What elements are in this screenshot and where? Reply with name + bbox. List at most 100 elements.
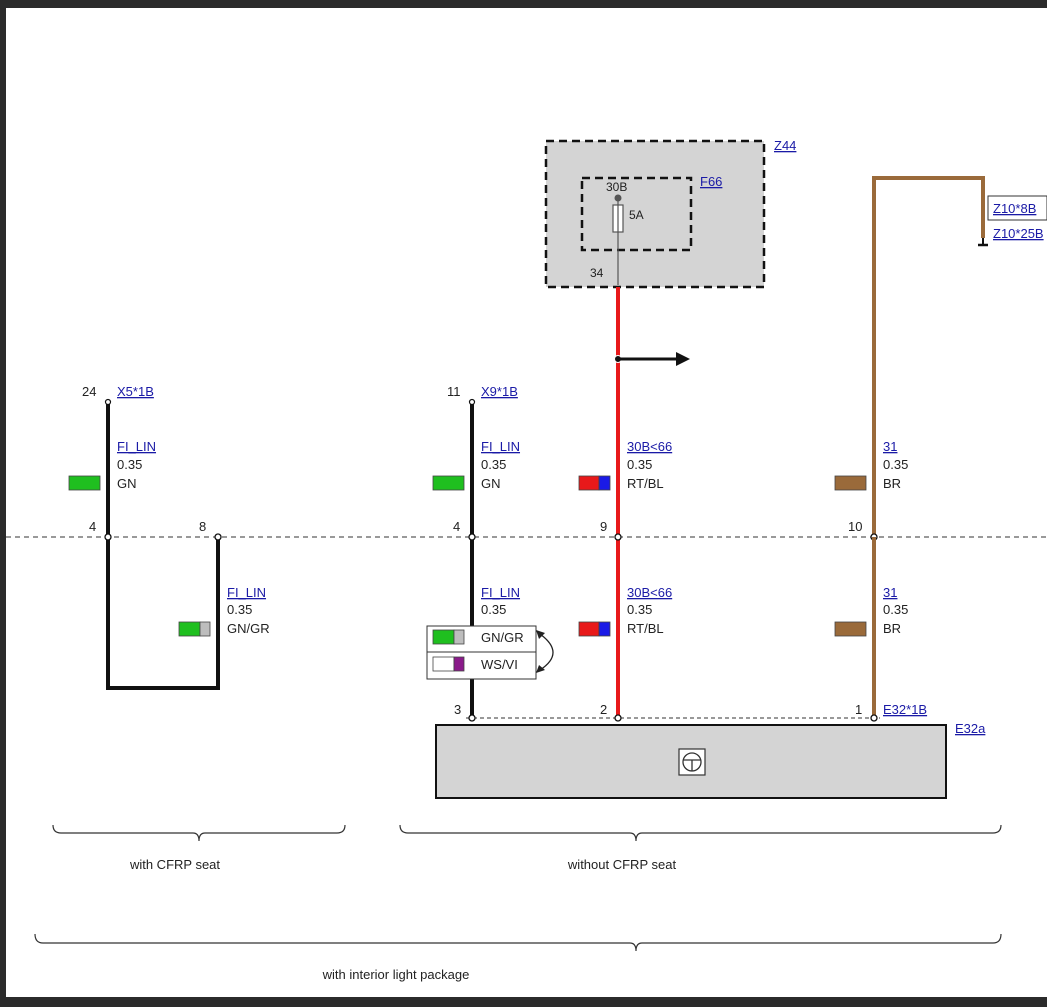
- variant-braces: with CFRP seat without CFRP seat with in…: [34, 824, 1002, 982]
- brown-upper-route: [872, 176, 985, 537]
- wire-color: BR: [883, 621, 901, 636]
- variant-no-cfrp-label: without CFRP seat: [567, 857, 677, 872]
- x9-upper-label: FI_LIN 0.35 GN: [432, 439, 520, 491]
- z44-label[interactable]: Z44: [774, 138, 796, 153]
- red-wire: [614, 287, 690, 716]
- wire-size: 0.35: [117, 457, 142, 472]
- signal-link[interactable]: 30B<66: [627, 439, 672, 454]
- color-swatch-vi: [453, 656, 465, 672]
- e32-pin-terminal: [870, 714, 878, 722]
- wire-color: BR: [883, 476, 901, 491]
- wire-size: 0.35: [227, 602, 252, 617]
- color-swatch-br: [834, 475, 867, 491]
- red-lower-label: 30B<66 0.35 RT/BL: [578, 585, 672, 637]
- wire-size: 0.35: [627, 457, 652, 472]
- ground-pin-box: [987, 195, 1047, 221]
- e32a-label[interactable]: E32a: [955, 721, 986, 736]
- wire-size: 0.35: [883, 602, 908, 617]
- fuse-rating: 5A: [629, 208, 644, 222]
- sep-pin-terminal: [468, 533, 476, 541]
- separator-pins: 4 8 4 9 10: [89, 519, 878, 541]
- e32-pin-label: 2: [600, 702, 607, 717]
- wire-size: 0.35: [481, 602, 506, 617]
- f66-label[interactable]: F66: [700, 174, 722, 189]
- e32-pin-terminal: [614, 714, 622, 722]
- wire-option-a: GN/GR: [481, 630, 524, 645]
- color-swatch-rt: [578, 621, 600, 637]
- wire-size: 0.35: [883, 457, 908, 472]
- e32-pin-terminal: [468, 714, 476, 722]
- color-swatch-gn: [432, 629, 455, 645]
- color-swatch-gr: [453, 629, 465, 645]
- sep-pin-label: 8: [199, 519, 206, 534]
- f66-box: [580, 176, 693, 252]
- red-upper-label: 30B<66 0.35 RT/BL: [578, 439, 672, 491]
- x5-wire-route: [106, 400, 220, 690]
- color-swatch-rt: [578, 475, 600, 491]
- page: [6, 8, 1047, 997]
- sep-pin-label: 9: [600, 519, 607, 534]
- ground-pin-25b[interactable]: Z10*25B: [993, 226, 1044, 241]
- wire-color: RT/BL: [627, 621, 664, 636]
- arrow-right-icon: [676, 352, 690, 366]
- fuse-terminal: [614, 194, 622, 202]
- wire-color: GN/GR: [227, 621, 270, 636]
- arrow-head-icon: [536, 665, 545, 673]
- x5-pin-terminal: [104, 398, 112, 406]
- variant-interior-label: with interior light package: [322, 967, 470, 982]
- wire-size: 0.35: [481, 457, 506, 472]
- brace-cfrp: [52, 824, 346, 842]
- brown-lower-label: 31 0.35 BR: [834, 585, 908, 637]
- x9-pin-terminal: [468, 398, 476, 406]
- sep-pin-terminal: [104, 533, 112, 541]
- color-swatch-gr: [199, 621, 211, 637]
- wire-size: 0.35: [627, 602, 652, 617]
- wire-color: RT/BL: [627, 476, 664, 491]
- e32-pin-label: 1: [855, 702, 862, 717]
- brace-interior: [34, 933, 1002, 952]
- wire-option-b: WS/VI: [481, 657, 518, 672]
- wire-color: GN: [481, 476, 501, 491]
- color-swatch-gn: [432, 475, 465, 491]
- f66-pin-out: 34: [590, 266, 604, 280]
- signal-link[interactable]: 31: [883, 439, 897, 454]
- sep-pin-terminal: [214, 533, 222, 541]
- sep-pin-label: 10: [848, 519, 862, 534]
- z44-box: [544, 139, 766, 289]
- signal-link[interactable]: 31: [883, 585, 897, 600]
- x9-pin: 11: [447, 384, 461, 399]
- color-swatch-bl: [598, 621, 611, 637]
- wire-color: GN: [117, 476, 137, 491]
- x5-upper-label: FI_LIN 0.35 GN: [68, 439, 156, 491]
- brown-upper-label: 31 0.35 BR: [834, 439, 908, 491]
- brace-no-cfrp: [399, 824, 1002, 842]
- x5-connector-label[interactable]: X5*1B: [117, 384, 154, 399]
- color-swatch-gn: [178, 621, 201, 637]
- x5-pin: 24: [82, 384, 96, 399]
- color-swatch-br: [834, 621, 867, 637]
- sep-pin-label: 4: [453, 519, 460, 534]
- e32-connector-label[interactable]: E32*1B: [883, 702, 927, 717]
- x9-connector-label[interactable]: X9*1B: [481, 384, 518, 399]
- f66-pin-in: 30B: [606, 180, 627, 194]
- x5-lower-label: FI_LIN 0.35 GN/GR: [178, 585, 270, 637]
- signal-link[interactable]: FI_LIN: [481, 439, 520, 454]
- color-swatch-gn: [68, 475, 101, 491]
- color-swatch-bl: [598, 475, 611, 491]
- x9-lower-label: FI_LIN 0.35 GN/GR WS/VI: [426, 585, 554, 680]
- signal-link[interactable]: 30B<66: [627, 585, 672, 600]
- color-swatch-ws: [432, 656, 455, 672]
- ground-connector: Z10*8B Z10*25B: [872, 176, 1047, 537]
- ground-pin-8b[interactable]: Z10*8B: [993, 201, 1036, 216]
- z44-module: Z44 F66 30B 5A 34: [544, 138, 796, 289]
- e32a-module: 3 2 1 E32*1B E32a: [435, 702, 986, 799]
- sep-pin-terminal: [614, 533, 622, 541]
- arrow-head-icon: [536, 630, 545, 639]
- sep-pin-label: 4: [89, 519, 96, 534]
- signal-link[interactable]: FI_LIN: [481, 585, 520, 600]
- swap-arrow-icon: [539, 633, 554, 671]
- variant-cfrp-label: with CFRP seat: [129, 857, 220, 872]
- signal-link[interactable]: FI_LIN: [227, 585, 266, 600]
- signal-link[interactable]: FI_LIN: [117, 439, 156, 454]
